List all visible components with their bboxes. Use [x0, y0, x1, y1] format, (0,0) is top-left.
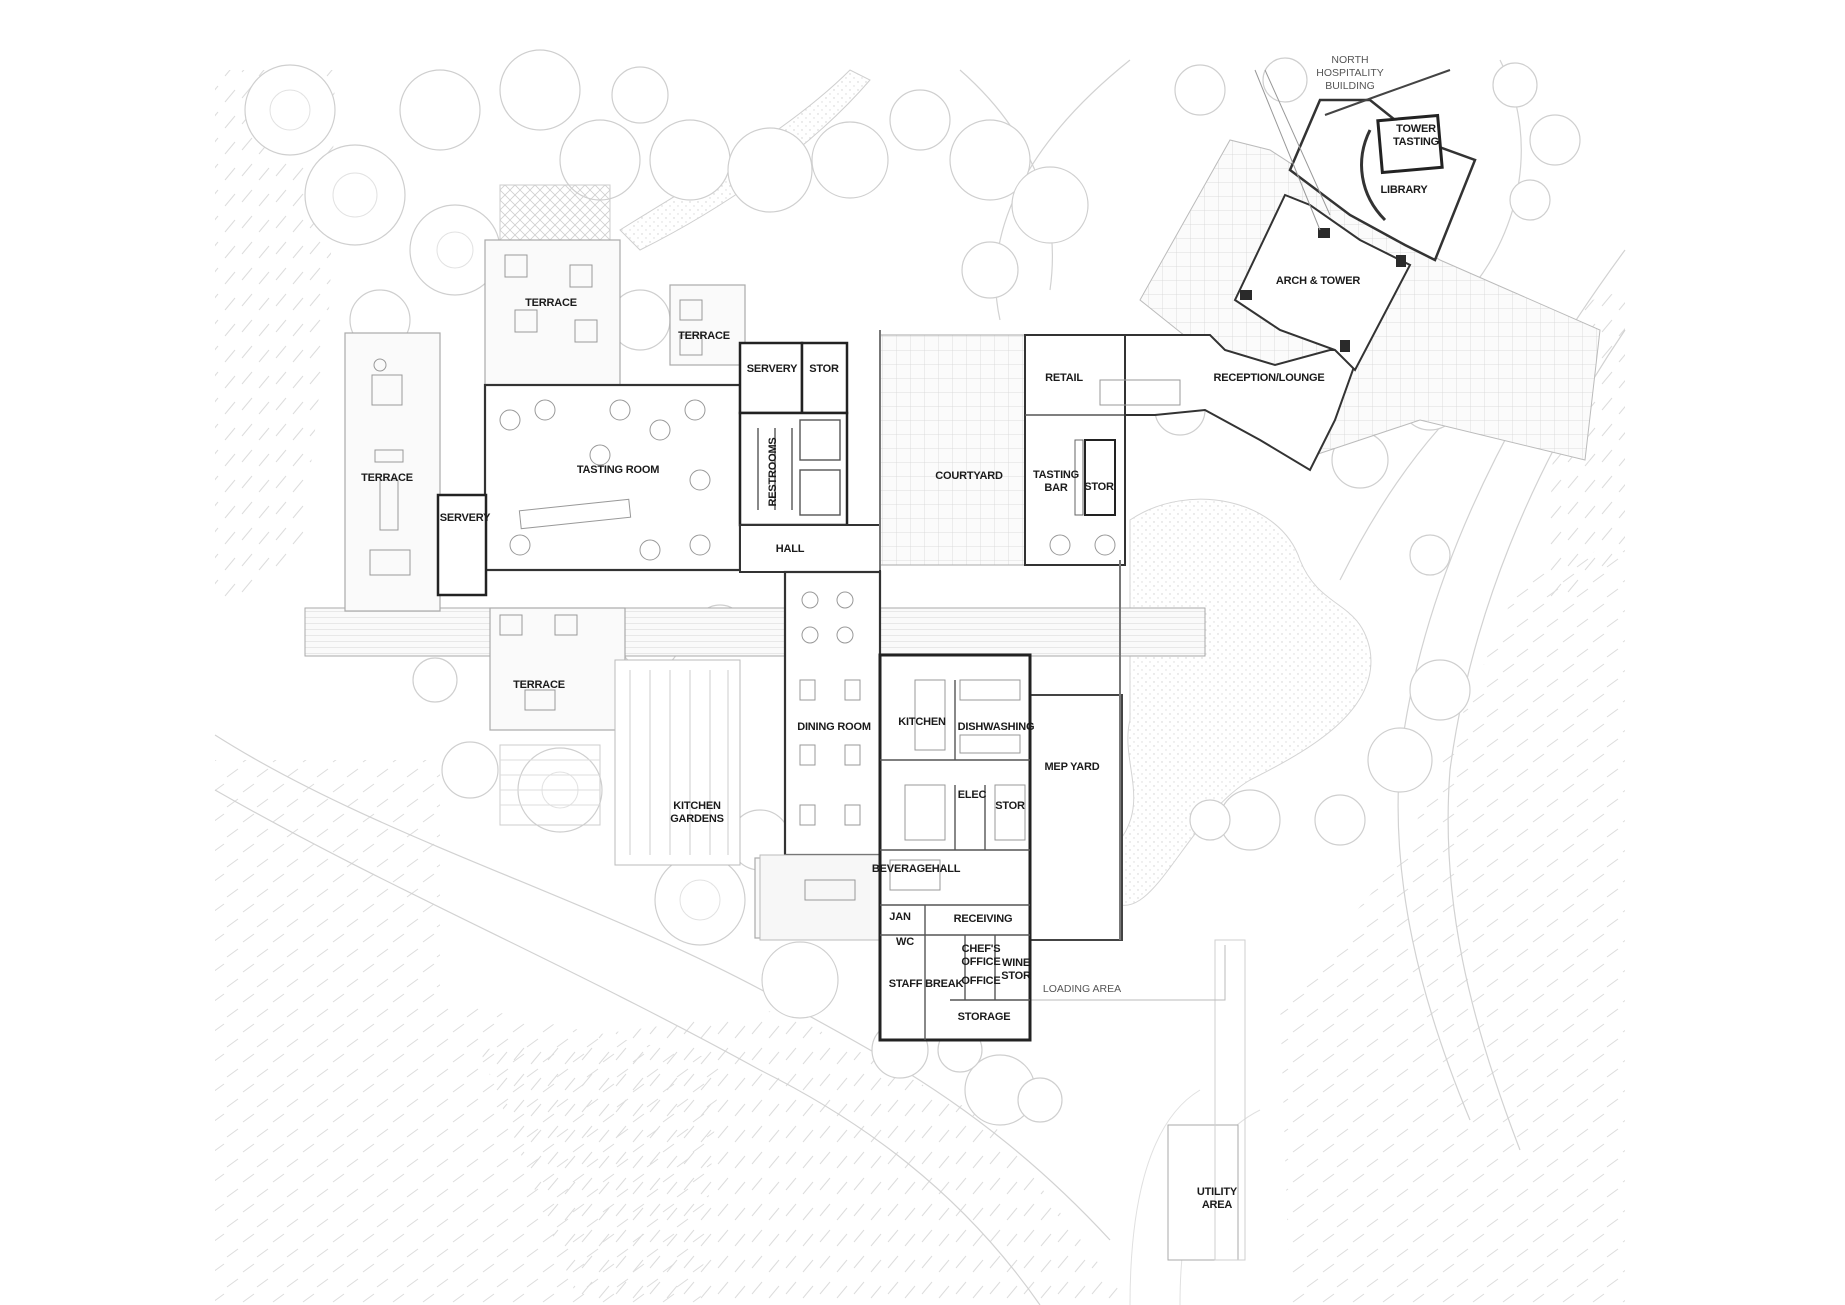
terrace-south[interactable]: [489, 607, 626, 731]
stor-north[interactable]: [800, 341, 849, 415]
servery-north[interactable]: [738, 341, 804, 415]
label-chefs-office: CHEF'S: [962, 943, 1001, 955]
label-receiving: RECEIVING: [954, 913, 1013, 925]
label-restrooms: RESTROOMS: [767, 437, 779, 506]
label-storage: STORAGE: [958, 1011, 1011, 1023]
label-wine-stor: STOR: [1001, 970, 1031, 982]
label-stor-north: STOR: [809, 363, 839, 375]
label-tasting-room: TASTING ROOM: [577, 464, 659, 476]
label-servery-west: SERVERY: [440, 512, 491, 524]
dining-room[interactable]: [783, 570, 882, 857]
label-terrace-south: TERRACE: [513, 679, 565, 691]
label-kitchen: KITCHEN: [898, 716, 946, 728]
label-elec: ELEC: [958, 789, 987, 801]
tasting-room[interactable]: [483, 383, 742, 572]
label-dishwashing: DISHWASHING: [958, 721, 1035, 733]
label-office: OFFICE: [961, 975, 1000, 987]
tower-tasting[interactable]: [1376, 113, 1444, 175]
label-north-hospitality: NORTH: [1331, 54, 1368, 66]
room-labels: NORTH HOSPITALITY BUILDING TOWER TASTING…: [361, 54, 1439, 1211]
label-utility-area: UTILITY: [1197, 1186, 1238, 1198]
library[interactable]: [1288, 98, 1477, 262]
label-terrace-mid: TERRACE: [678, 330, 730, 342]
label-staff-break: STAFF BREAK: [889, 978, 964, 990]
restrooms[interactable]: [738, 411, 849, 527]
vineyard-east: [1280, 540, 1625, 1305]
label-kitchen-gardens: GARDENS: [670, 813, 724, 825]
label-beverage: BEVERAGE: [872, 863, 932, 875]
label-tasting-bar: TASTING: [1033, 469, 1079, 481]
terrace-west[interactable]: [344, 332, 441, 612]
label-loading-area: LOADING AREA: [1043, 983, 1121, 995]
label-hall-north: HALL: [776, 543, 805, 555]
utility-hedge: [1167, 939, 1246, 1261]
label-wine-stor: WINE: [1002, 957, 1030, 969]
buildings: [369, 69, 1477, 1042]
stor-bar[interactable]: [1084, 439, 1116, 516]
label-courtyard: COURTYARD: [935, 470, 1003, 482]
label-jan: JAN: [889, 911, 911, 923]
label-hall-south: HALL: [932, 863, 961, 875]
courtyard-paving: [879, 334, 1026, 566]
label-stor-kitchen: STOR: [995, 800, 1025, 812]
label-terrace-west: TERRACE: [361, 472, 413, 484]
label-tower-tasting: TOWER: [1396, 123, 1436, 135]
mep-yard[interactable]: [1029, 694, 1123, 941]
label-kitchen-gardens: KITCHEN: [673, 800, 721, 812]
label-terrace-north: TERRACE: [525, 297, 577, 309]
label-library: LIBRARY: [1380, 184, 1428, 196]
label-tasting-bar: BAR: [1044, 482, 1067, 494]
hall-north[interactable]: [739, 524, 881, 573]
label-north-hospitality: HOSPITALITY: [1316, 67, 1384, 79]
terrace-mid[interactable]: [669, 284, 746, 366]
reception-lounge[interactable]: [1124, 334, 1362, 472]
label-stor-bar: STOR: [1084, 481, 1114, 493]
label-north-hospitality: BUILDING: [1325, 80, 1375, 92]
servery-west[interactable]: [436, 493, 488, 597]
label-wc: WC: [896, 936, 914, 948]
label-tower-tasting: TASTING: [1393, 136, 1439, 148]
label-retail: RETAIL: [1045, 372, 1083, 384]
label-servery-north: SERVERY: [747, 363, 798, 375]
label-arch-tower: ARCH & TOWER: [1276, 275, 1360, 287]
label-dining-room: DINING ROOM: [797, 721, 871, 733]
vineyard-south: [480, 1010, 1130, 1305]
label-reception-lounge: RECEPTION/LOUNGE: [1213, 372, 1324, 384]
walkway: [304, 607, 1206, 657]
label-utility-area: AREA: [1202, 1199, 1233, 1211]
label-chefs-office: OFFICE: [961, 956, 1000, 968]
terrace-north[interactable]: [484, 239, 621, 386]
label-mep-yard: MEP YARD: [1044, 761, 1099, 773]
arch-and-tower[interactable]: [1233, 193, 1412, 372]
